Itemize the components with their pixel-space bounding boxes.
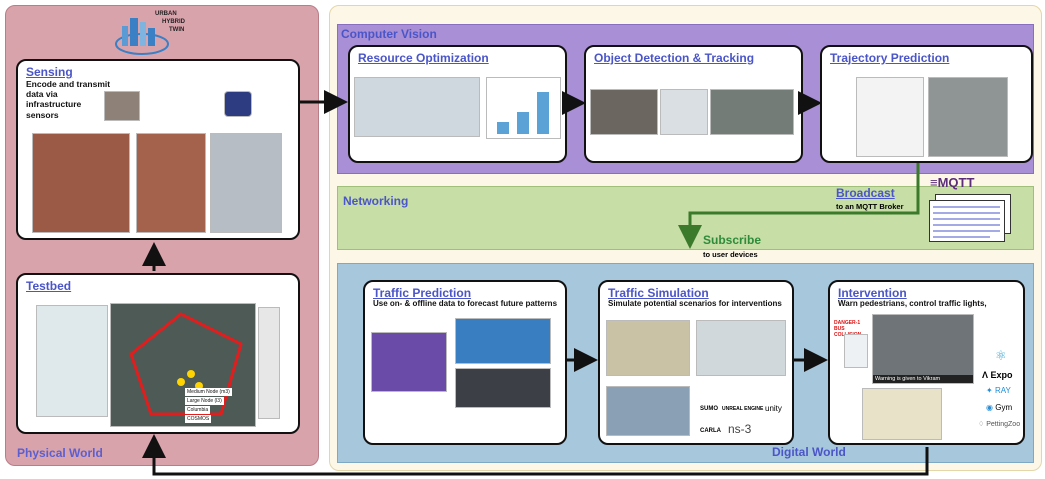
3d-scene-image xyxy=(455,368,551,408)
sim-tool-carla: CARLA xyxy=(700,428,721,434)
sensor-tripod-photo xyxy=(210,133,282,233)
resource-optimization-card: Resource Optimization xyxy=(348,45,567,163)
gym-label: Gym xyxy=(995,403,1013,412)
intervention-title: Intervention xyxy=(838,286,907,300)
testbed-card: Testbed Medium Node (m3) Large Node (l3)… xyxy=(16,273,300,434)
legend-medium-node: Medium Node (m3) xyxy=(185,388,232,396)
intervention-description: Warn pedestrians, control traffic lights… xyxy=(838,299,987,308)
physical-world-label: Physical World xyxy=(17,446,103,460)
logo-line-3: TWIN xyxy=(169,27,185,33)
ray-label: RAY xyxy=(994,386,1011,395)
crosswalk-photo: Warning is given to Vikram xyxy=(872,314,974,384)
message-lines xyxy=(933,206,1000,238)
subscribe-subtitle: to user devices xyxy=(703,250,758,259)
detection-frame-1 xyxy=(590,89,658,135)
ml-tool-expo: Λ Expo xyxy=(982,370,1013,380)
detection-frame-3 xyxy=(710,89,794,135)
building-photo-1 xyxy=(32,133,130,233)
traffic-simulation-description: Simulate potential scenarios for interve… xyxy=(608,299,782,308)
lidar-image xyxy=(224,91,252,117)
city-skyline-icon xyxy=(115,18,169,55)
mqtt-wave-icon: ≡ xyxy=(930,175,938,190)
sim-street-image xyxy=(696,320,786,376)
logo-line-1: URBAN xyxy=(155,11,177,17)
ml-tool-ray: ✦ RAY xyxy=(986,386,1011,395)
digital-world-label: Digital World xyxy=(772,445,846,459)
heatmap-image xyxy=(371,332,447,392)
pettingzoo-label: PettingZoo xyxy=(986,421,1021,428)
sensing-title: Sensing xyxy=(26,65,73,79)
broadcast-title: Broadcast xyxy=(836,186,895,200)
spectrogram-plot xyxy=(455,318,551,364)
networking-label: Networking xyxy=(343,194,409,208)
nyc-map xyxy=(36,305,108,417)
sim-tool-sumo: SUMO xyxy=(700,406,718,412)
testbed-title: Testbed xyxy=(26,279,72,293)
road-render xyxy=(862,388,942,440)
sensing-description: Encode and transmit data via infrastruct… xyxy=(26,79,111,120)
sensing-card: Sensing Encode and transmit data via inf… xyxy=(16,59,300,240)
ml-tool-gym: ◉ Gym xyxy=(986,403,1012,412)
sim-tool-unreal: UNREAL ENGINE xyxy=(722,406,764,412)
testbed-satellite-map: Medium Node (m3) Large Node (l3) Columbi… xyxy=(110,303,256,427)
traffic-simulation-title: Traffic Simulation xyxy=(608,286,709,300)
traffic-prediction-card: Traffic Prediction Use on- & offline dat… xyxy=(363,280,567,445)
bar-chart-graphic xyxy=(497,92,549,134)
trajectory-prediction-card: Trajectory Prediction xyxy=(820,45,1033,163)
traffic-prediction-title: Traffic Prediction xyxy=(373,286,472,300)
detection-frame-2 xyxy=(660,89,708,135)
legend-large-node: Large Node (l3) xyxy=(185,397,224,405)
object-detection-title: Object Detection & Tracking xyxy=(594,51,755,65)
broadcast-subtitle: to an MQTT Broker xyxy=(836,202,904,211)
ml-tool-pettingzoo: ♢ PettingZoo xyxy=(978,420,1020,428)
phone-screen xyxy=(844,334,868,368)
intervention-card: Intervention Warn pedestrians, control t… xyxy=(828,280,1025,445)
testbed-area-outline xyxy=(129,312,243,416)
warning-banner: Warning is given to Vikram xyxy=(873,375,973,383)
resource-bar-chart xyxy=(486,77,561,139)
urban-hybrid-twin-logo: URBAN HYBRID TWIN xyxy=(112,8,198,58)
trajectory-plot xyxy=(856,77,924,157)
computer-vision-label: Computer Vision xyxy=(341,27,437,41)
ray-icon: ✦ xyxy=(986,386,993,395)
node-photos-column xyxy=(258,307,280,419)
trajectory-prediction-title: Trajectory Prediction xyxy=(830,51,950,65)
logo-line-2: HYBRID xyxy=(162,19,186,25)
gym-icon: ◉ xyxy=(986,403,993,412)
sim-intersection-image xyxy=(606,320,690,376)
react-icon: ⚛ xyxy=(995,348,1007,363)
mqtt-messages-stack xyxy=(929,194,1012,244)
sim-tool-unity: unity xyxy=(765,404,782,413)
resource-optimization-title: Resource Optimization xyxy=(358,51,489,65)
trajectory-overlay-image xyxy=(928,77,1008,157)
mqtt-logo: ≡MQTT xyxy=(930,175,974,190)
traffic-prediction-description: Use on- & offline data to forecast futur… xyxy=(373,299,558,308)
sim-city-image xyxy=(606,386,690,436)
camera-image xyxy=(104,91,140,121)
sim-tool-ns3: ns-3 xyxy=(728,422,752,436)
building-photo-2 xyxy=(136,133,206,233)
expo-label: Expo xyxy=(990,370,1013,380)
camera-map-image xyxy=(354,77,480,137)
subscribe-title: Subscribe xyxy=(703,233,762,247)
pettingzoo-icon: ♢ xyxy=(978,421,985,428)
expo-icon: Λ xyxy=(982,370,989,380)
message-card-front xyxy=(929,200,1005,242)
traffic-simulation-card: Traffic Simulation Simulate potential sc… xyxy=(598,280,794,445)
mqtt-logo-text: MQTT xyxy=(937,175,975,190)
legend-cosmos: COSMOS xyxy=(185,415,212,423)
legend-columbia: Columbia xyxy=(185,406,211,414)
object-detection-card: Object Detection & Tracking xyxy=(584,45,803,163)
